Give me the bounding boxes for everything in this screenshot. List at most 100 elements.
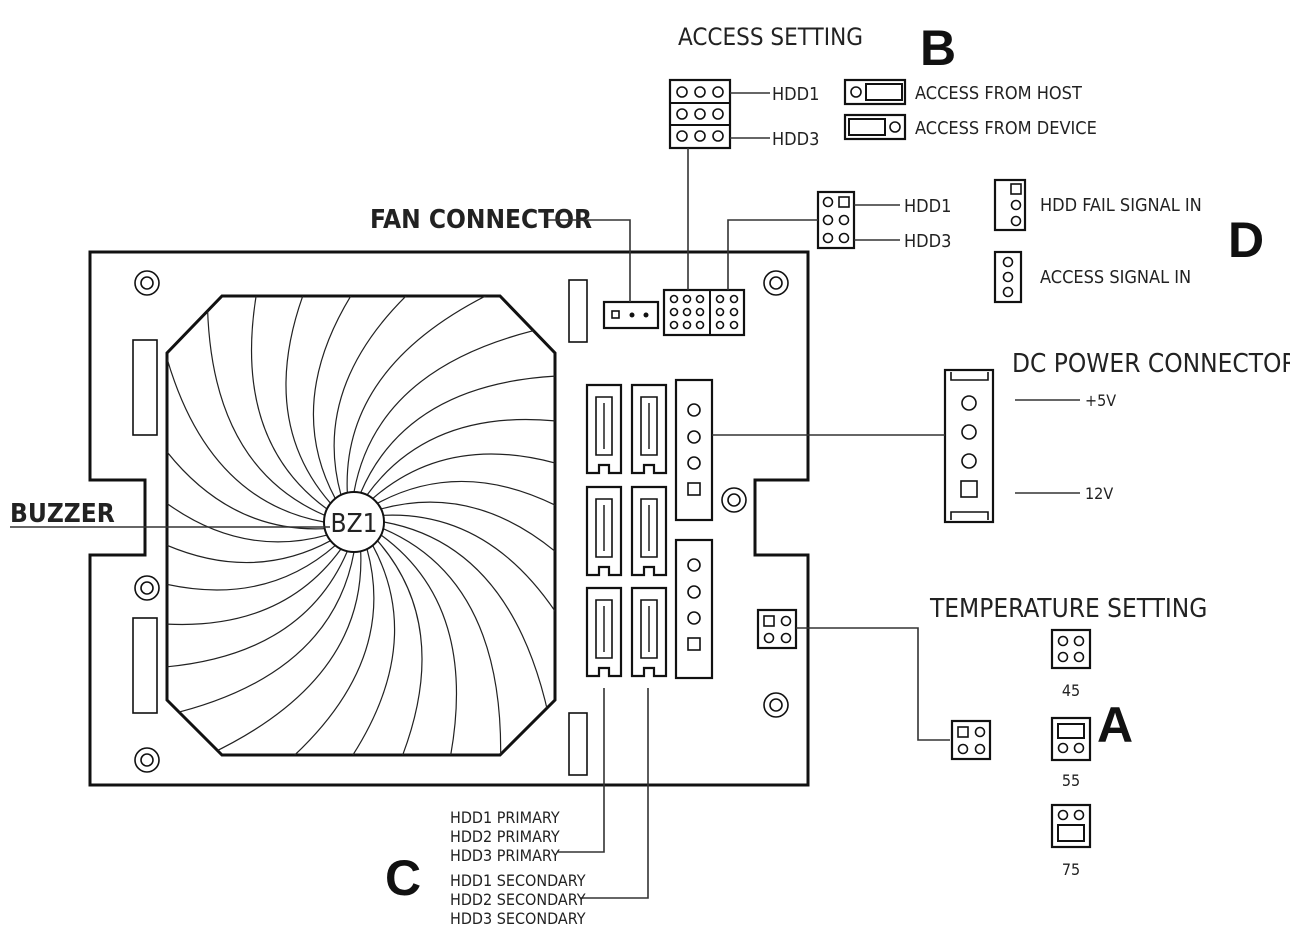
led-hdd3-label: HDD3	[904, 231, 951, 252]
fan-blade	[333, 296, 499, 496]
fan-pin	[611, 310, 620, 319]
temp-45-label: 45	[1062, 681, 1080, 700]
hdd3-primary-label: HDD3 PRIMARY	[450, 846, 560, 865]
mounting-hole-icon	[721, 487, 747, 513]
fan-blade	[380, 501, 555, 667]
sata-connector	[630, 586, 668, 678]
temperature-setting-title: TEMPERATURE SETTING	[929, 594, 1207, 624]
mounting-hole-icon	[763, 270, 789, 296]
fan-blade	[383, 528, 502, 755]
side-slot	[132, 617, 158, 714]
access-signal-label: ACCESS SIGNAL IN	[1040, 267, 1191, 288]
fan-blade	[250, 296, 328, 510]
jumper-pin	[712, 130, 724, 142]
header-pin	[669, 307, 679, 317]
temp-75-label: 75	[1062, 860, 1080, 879]
fan-connector-leader	[548, 219, 631, 302]
sata-connectors	[585, 383, 668, 678]
plus5v-label: +5V	[1085, 391, 1116, 410]
mounting-hole-icon	[134, 270, 160, 296]
access-signal-connector-icon	[993, 250, 1023, 304]
jumper-pin	[694, 86, 706, 98]
mounting-hole-icon	[134, 575, 160, 601]
header-pin	[682, 320, 692, 330]
fan-blade	[380, 534, 458, 755]
hdd3-secondary-label: HDD3 SECONDARY	[450, 909, 586, 928]
access-setting-title: ACCESS SETTING	[678, 23, 863, 51]
fan-blades	[167, 296, 555, 755]
fan-blade	[167, 551, 355, 728]
fan-blade	[366, 418, 555, 496]
hdd2-secondary-label: HDD2 SECONDARY	[450, 890, 586, 909]
jumper-pin	[712, 86, 724, 98]
jumper-pin	[712, 108, 724, 120]
fan-pin	[629, 312, 635, 318]
molex-connector-2	[674, 538, 714, 680]
callout-c: C	[385, 850, 421, 906]
twelve-v-label: 12V	[1085, 484, 1113, 503]
temp-leader	[796, 627, 950, 741]
temp-55-label: 55	[1062, 771, 1080, 790]
access-hdd3-label: HDD3	[772, 129, 819, 150]
fan-blade	[209, 548, 375, 755]
fan-blade	[167, 377, 328, 543]
temp-jumper-detail	[950, 719, 992, 761]
side-slot	[568, 712, 588, 776]
jumper-pin	[676, 108, 688, 120]
board-header-block	[662, 288, 746, 337]
sata-connector	[630, 383, 668, 475]
fan-frame	[165, 294, 557, 757]
sata-connector	[585, 383, 623, 475]
hdd1-primary-label: HDD1 PRIMARY	[450, 808, 560, 827]
fan-blade	[312, 296, 429, 499]
fan-blade	[383, 514, 555, 729]
jumper-pin	[676, 130, 688, 142]
access-hdd1-label: HDD1	[772, 84, 819, 105]
header-pin	[682, 307, 692, 317]
led-leader	[727, 219, 818, 290]
header-pin	[715, 294, 725, 304]
secondary-leader	[580, 688, 649, 899]
access-from-host-label: ACCESS FROM HOST	[915, 83, 1082, 104]
header-pin	[729, 320, 739, 330]
fan-blade	[360, 374, 555, 493]
header-pin	[715, 307, 725, 317]
dc-power-connector-detail	[943, 368, 995, 524]
buzzer-label: BUZZER	[10, 499, 115, 529]
fan-blade	[372, 453, 555, 524]
bz1-buzzer	[323, 491, 385, 553]
side-slot	[568, 279, 588, 343]
led-header-block	[816, 190, 856, 250]
temp-45-jumper-icon	[1050, 628, 1092, 670]
molex-connector-1	[674, 378, 714, 522]
jumper-pin	[694, 130, 706, 142]
header-pin	[695, 294, 705, 304]
jumper-host-icon	[843, 78, 907, 106]
fan-blade	[167, 551, 362, 755]
header-pin	[695, 307, 705, 317]
hdd-fail-connector-icon	[993, 178, 1027, 232]
fan-blade	[167, 548, 342, 626]
fan-blade	[279, 545, 396, 755]
access-from-device-label: ACCESS FROM DEVICE	[915, 118, 1097, 139]
header-pin	[669, 320, 679, 330]
led-hdd1-label: HDD1	[904, 196, 951, 217]
jumper-pin	[694, 108, 706, 120]
access-jumper-block	[668, 78, 732, 150]
fan-blade	[346, 296, 555, 493]
sata-connector	[630, 485, 668, 577]
header-pin	[729, 307, 739, 317]
jumper-pin	[676, 86, 688, 98]
mounting-holes	[134, 270, 789, 773]
fan-blade	[167, 296, 325, 523]
fan-pin	[643, 312, 649, 318]
mounting-hole-icon	[134, 747, 160, 773]
jumper-device-icon	[843, 113, 907, 141]
primary-leader	[558, 688, 605, 853]
header-pin	[669, 294, 679, 304]
header-pin	[715, 320, 725, 330]
fan-blade	[206, 296, 325, 516]
header-pin	[682, 294, 692, 304]
fan-blade	[352, 540, 423, 755]
hdd1-secondary-label: HDD1 SECONDARY	[450, 871, 586, 890]
